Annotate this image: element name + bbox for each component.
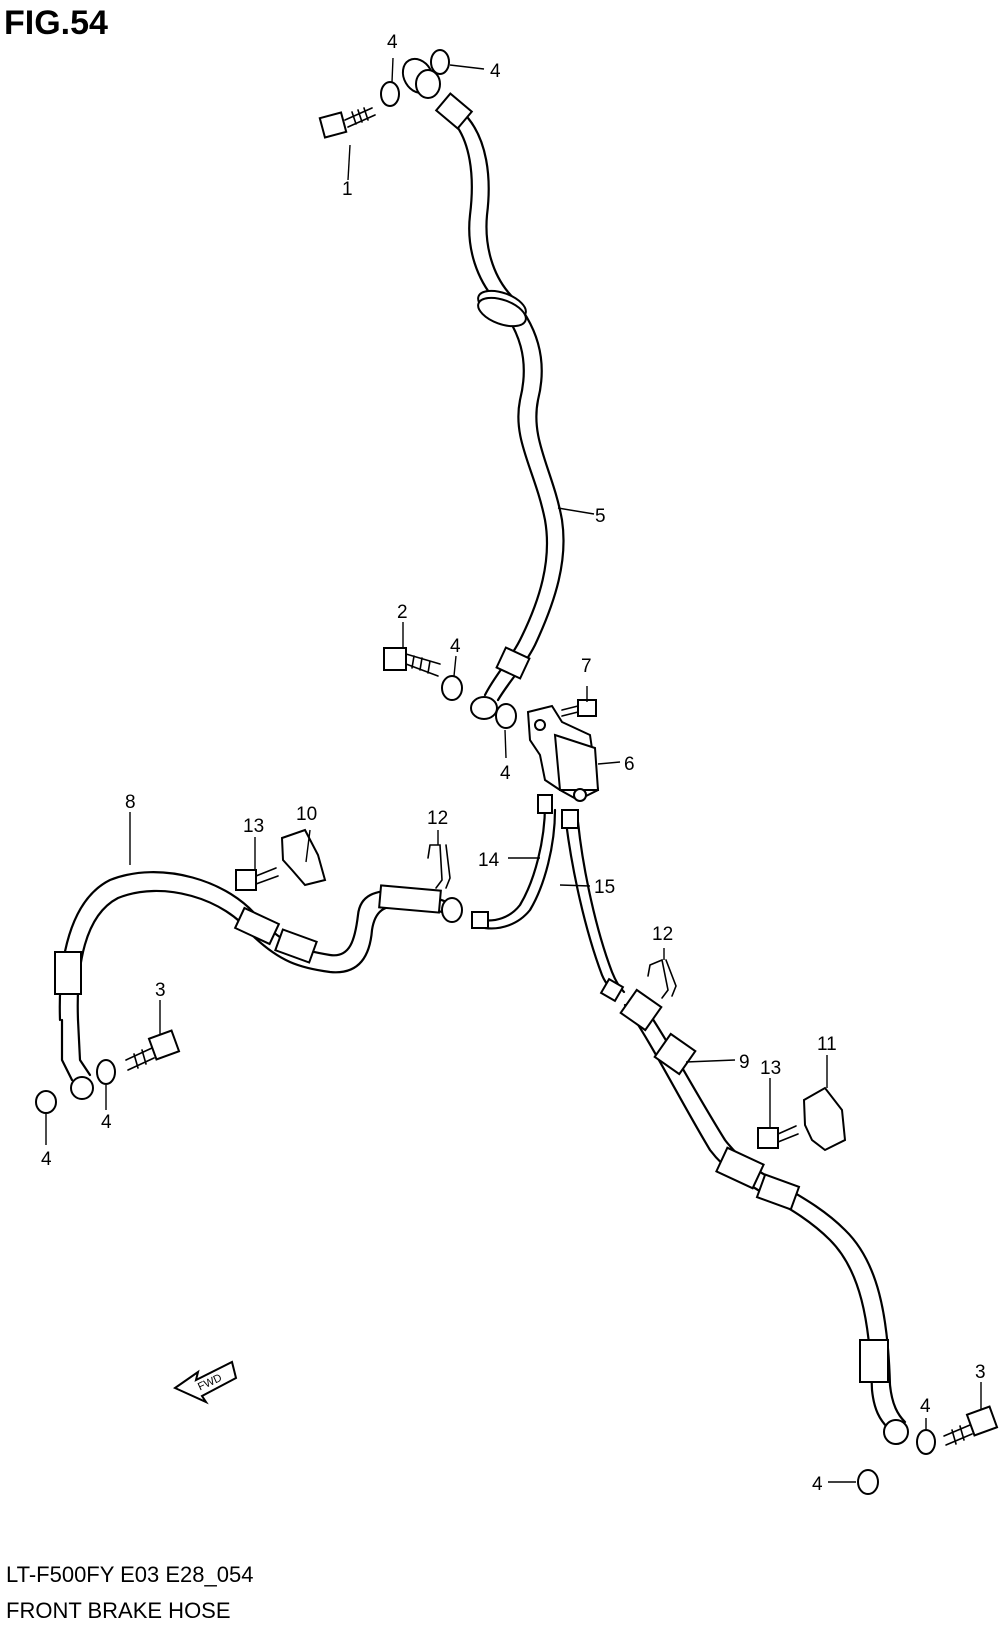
callout-3: 3 [155, 980, 166, 1001]
bolt-7 [561, 699, 597, 717]
callout-7: 7 [581, 656, 592, 677]
callout-15: 15 [594, 877, 615, 898]
callout-4: 4 [812, 1474, 823, 1495]
washer [916, 1429, 936, 1455]
callout-12: 12 [652, 924, 673, 945]
callout-13: 13 [243, 816, 264, 837]
callout-8: 8 [125, 792, 136, 813]
callout-3: 3 [975, 1362, 986, 1383]
clip-12-left [427, 844, 451, 889]
bolt-2 [383, 647, 441, 677]
callout-5: 5 [595, 506, 606, 527]
bolt-1 [318, 107, 376, 139]
callout-4: 4 [387, 32, 398, 53]
bolt-13-left [235, 867, 279, 891]
washer [430, 49, 450, 75]
footer-model-code: LT-F500FY E03 E28_054 [6, 1562, 254, 1587]
right-brake-hose [619, 988, 909, 1445]
callout-14: 14 [478, 850, 500, 871]
bolt-3-right [943, 1405, 999, 1446]
callout-4: 4 [500, 763, 511, 784]
callout-13: 13 [760, 1058, 781, 1079]
washer [857, 1469, 879, 1495]
upper-brake-hose [401, 57, 565, 720]
callout-12: 12 [427, 808, 448, 829]
left-brake-hose [54, 871, 463, 1100]
washer [380, 81, 400, 107]
callout-4: 4 [490, 61, 501, 82]
callout-9: 9 [739, 1052, 750, 1073]
callout-10: 10 [296, 804, 317, 825]
figure-title: FIG.54 [4, 4, 108, 42]
washer [96, 1059, 116, 1085]
bolt-13-right [757, 1125, 799, 1149]
forward-direction-icon: FWD [172, 1360, 238, 1405]
washer [35, 1090, 57, 1114]
brake-joint-block [526, 704, 600, 802]
clamp-10 [280, 828, 327, 887]
callout-numbers: 1 4 4 5 2 4 4 7 6 8 10 13 12 14 15 12 9 … [41, 32, 986, 1495]
callout-6: 6 [624, 754, 635, 775]
leader-lines [45, 57, 982, 1483]
brake-pipes [471, 794, 626, 1003]
callout-4: 4 [920, 1396, 931, 1417]
footer-description: FRONT BRAKE HOSE [6, 1598, 231, 1623]
callout-1: 1 [342, 179, 353, 200]
callout-4: 4 [101, 1112, 112, 1133]
callout-4: 4 [41, 1149, 52, 1170]
washer [441, 675, 463, 701]
clip-12-right [647, 958, 677, 999]
callout-2: 2 [397, 602, 408, 623]
bolt-3-left [125, 1029, 181, 1071]
washer [495, 703, 517, 729]
callout-4: 4 [450, 636, 461, 657]
callout-11: 11 [817, 1034, 837, 1055]
clamp-11 [802, 1086, 847, 1152]
